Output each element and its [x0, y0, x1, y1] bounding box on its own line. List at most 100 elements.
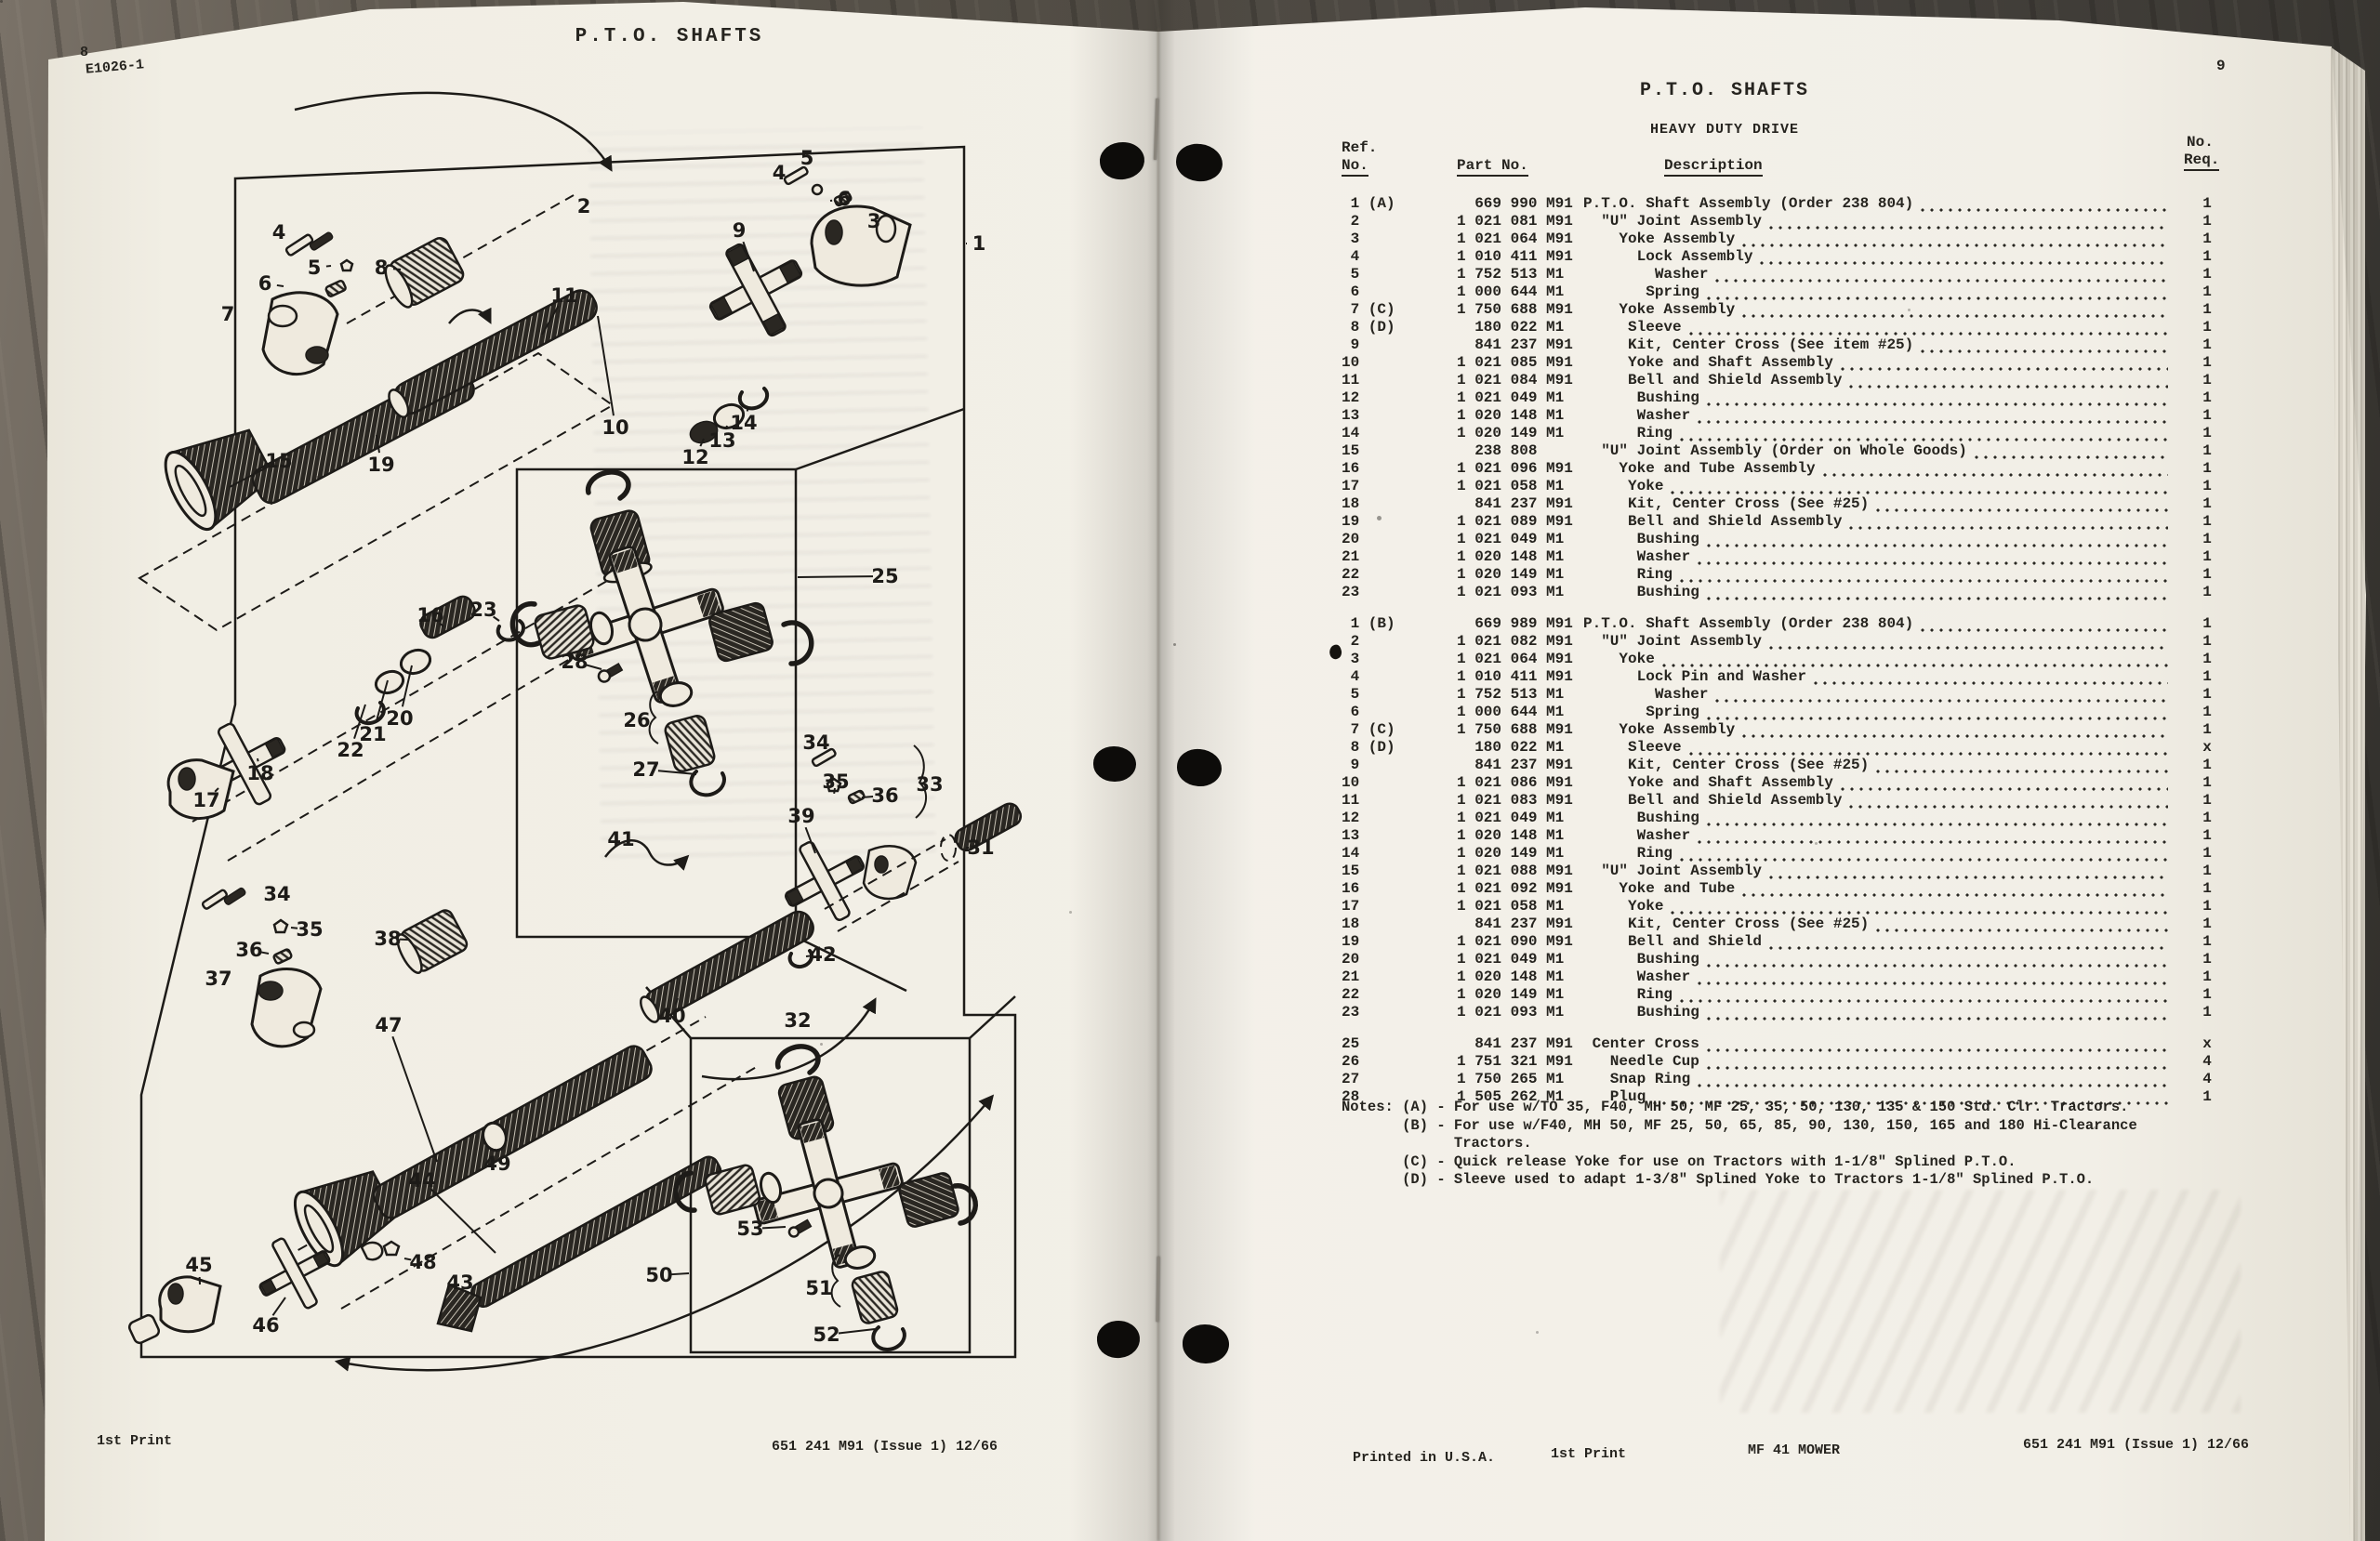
col-header-ref-1: Ref.	[1342, 139, 1378, 156]
ref-no: 9	[1342, 336, 1360, 353]
part-no: 841 237 M91	[1457, 757, 1573, 773]
left-page-number: 8	[80, 45, 89, 60]
description: Bushing	[1583, 1004, 1699, 1021]
callout-number: 28	[561, 651, 588, 673]
ref-no: 22	[1342, 566, 1360, 583]
callout-leader-line	[657, 770, 697, 775]
req-qty: 1	[2202, 513, 2212, 530]
req-qty: 1	[2202, 704, 2212, 720]
callout-number: 34	[263, 883, 290, 905]
table-row: 9 841 237 M91 Kit, Center Cross (See #25…	[1342, 757, 2243, 774]
upper-shaft-assembly	[164, 91, 912, 821]
part-no: 180 022 M1	[1457, 739, 1565, 756]
ref-no: 18	[1342, 495, 1360, 512]
dot-leader	[1675, 850, 2168, 863]
callout-number: 40	[658, 1005, 685, 1027]
part-no: 1 020 149 M1	[1457, 425, 1565, 441]
callout-leader-line	[260, 951, 270, 955]
dot-leader	[1666, 482, 2168, 495]
callout-number: 1	[972, 232, 986, 255]
description: Bell and Shield Assembly	[1583, 792, 1843, 809]
dot-leader	[1738, 306, 2168, 319]
description: Washer	[1583, 548, 1691, 565]
description: Yoke Assembly	[1583, 301, 1736, 318]
callout-number: 25	[871, 565, 898, 587]
callout-leader-line	[804, 826, 816, 854]
description: Needle Cup	[1583, 1053, 1699, 1070]
part-no: 841 237 M91	[1457, 495, 1573, 512]
ref-no: 13	[1342, 407, 1360, 424]
req-qty: 1	[2202, 531, 2212, 547]
req-qty: 1	[2202, 336, 2212, 353]
callout-leader-line	[494, 1148, 496, 1152]
dot-leader	[1711, 691, 2168, 704]
req-qty: 1	[2202, 442, 2212, 459]
callout-leader-line	[838, 1328, 876, 1335]
callout-number: 52	[813, 1324, 840, 1346]
req-qty: 1	[2202, 898, 2212, 915]
ref-no: 17	[1342, 898, 1360, 915]
ref-no: 19	[1342, 933, 1360, 950]
part-no: 1 010 411 M91	[1457, 668, 1573, 685]
callout-number: 36	[235, 939, 262, 961]
dot-leader	[1675, 429, 2168, 442]
callout-number: 6	[838, 188, 852, 210]
ref-no: 25	[1342, 1035, 1360, 1052]
callout-number: 17	[192, 789, 219, 811]
part-no: 1 021 089 M91	[1457, 513, 1573, 530]
table-row: 9 841 237 M91 Kit, Center Cross (See ite…	[1342, 336, 2243, 354]
callout-leader-line	[439, 622, 444, 627]
dot-leader	[1701, 535, 2168, 548]
description: Washer	[1583, 407, 1691, 424]
req-qty: 1	[2202, 615, 2212, 632]
callout-leader-line	[674, 997, 679, 1005]
req-qty: 1	[2202, 266, 2212, 283]
description: Yoke	[1583, 898, 1664, 915]
dot-leader	[1701, 814, 2168, 827]
callout-number: 42	[809, 943, 836, 966]
req-qty: 1	[2202, 283, 2212, 300]
description: P.T.O. Shaft Assembly (Order 238 804)	[1583, 195, 1914, 212]
dot-leader	[1701, 955, 2168, 968]
part-no: 1 752 513 M1	[1457, 686, 1565, 703]
dot-leader	[1684, 744, 2168, 757]
binder-hole	[1093, 746, 1136, 782]
description: Washer	[1583, 686, 1709, 703]
right-page-subtitle: HEAVY DUTY DRIVE	[1649, 122, 1800, 138]
callout-leader-line	[761, 1226, 787, 1230]
note-line: (C) - Quick release Yoke for use on Trac…	[1342, 1152, 2016, 1170]
table-row: 18 841 237 M91 Kit, Center Cross (See #2…	[1342, 915, 2243, 933]
dot-leader	[1711, 270, 2168, 283]
description: Plug	[1583, 1088, 1646, 1105]
dot-leader	[1835, 359, 2168, 372]
dot-leader	[1693, 832, 2168, 845]
req-qty: 4	[2202, 1053, 2212, 1070]
detail-box-center-cross-a	[515, 468, 798, 939]
note-line: Notes: (A) - For use w/TO 35, F40, MH 50…	[1342, 1099, 2129, 1115]
callout-number: 5	[308, 257, 322, 279]
callout-leader-line	[214, 787, 219, 793]
dot-leader	[1701, 1040, 2168, 1053]
description: Snap Ring	[1583, 1071, 1691, 1087]
req-qty: 1	[2202, 633, 2212, 650]
req-qty: 1	[2202, 774, 2212, 791]
description: Yoke	[1583, 651, 1655, 667]
ref-no: 2	[1342, 213, 1360, 230]
ref-no: 21	[1342, 968, 1360, 985]
description: Washer	[1583, 266, 1709, 283]
req-qty: 1	[2202, 845, 2212, 862]
dot-leader	[1693, 412, 2168, 425]
req-qty: 1	[2202, 827, 2212, 844]
part-no: 1 021 093 M1	[1457, 1004, 1565, 1021]
ref-no: 14	[1342, 845, 1360, 862]
